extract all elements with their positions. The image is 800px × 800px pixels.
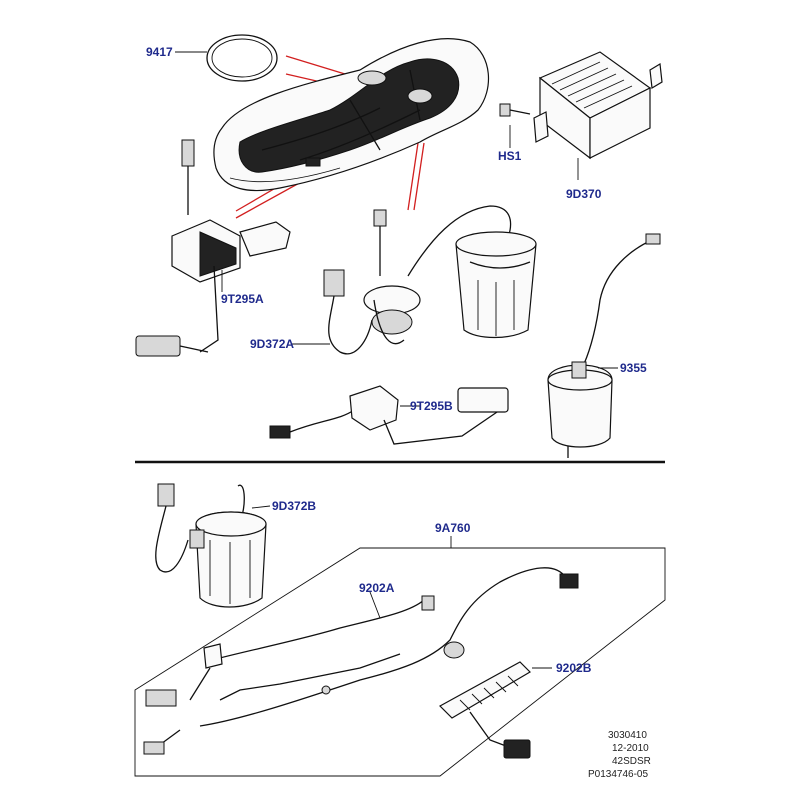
meta-line-4: P0134746-05 — [588, 769, 648, 780]
callout-9417: 9417 — [146, 45, 173, 59]
callout-9d370: 9D370 — [566, 187, 602, 201]
fuel-pump-module-b — [155, 483, 267, 608]
callout-9d372b: 9D372B — [272, 499, 316, 513]
fuel-pump-control-module — [533, 51, 663, 180]
leader-9202a — [369, 591, 381, 619]
fuel-filter — [547, 233, 661, 458]
leader-9d372b — [251, 505, 271, 509]
callout-9a760: 9A760 — [435, 521, 471, 535]
meta-line-1: 3030410 — [608, 730, 647, 741]
fuel-level-sender-a — [135, 139, 291, 357]
harness-9202b — [439, 661, 531, 759]
gasket-ring — [206, 34, 278, 82]
fuel-tank-harness — [143, 567, 579, 755]
callout-9202b: 9202B — [556, 661, 592, 675]
callout-9d372a: 9D372A — [250, 337, 294, 351]
meta-line-2: 12-2010 — [612, 743, 649, 754]
meta-line-3: 42SDSR — [612, 756, 651, 767]
fuel-level-sender-b — [269, 385, 509, 445]
callout-hs1: HS1 — [498, 149, 522, 163]
fuel-pump-module — [407, 205, 537, 339]
callout-9202a: 9202A — [359, 581, 395, 595]
callout-9355: 9355 — [620, 361, 647, 375]
harness-9202a — [145, 595, 435, 707]
screw-hs1 — [499, 103, 531, 117]
harness-frame — [134, 547, 666, 777]
jet-pump-pipe-a — [323, 209, 421, 355]
callout-9t295a: 9T295A — [221, 292, 264, 306]
fuel-tank — [213, 38, 490, 192]
callout-9t295b: 9T295B — [410, 399, 453, 413]
